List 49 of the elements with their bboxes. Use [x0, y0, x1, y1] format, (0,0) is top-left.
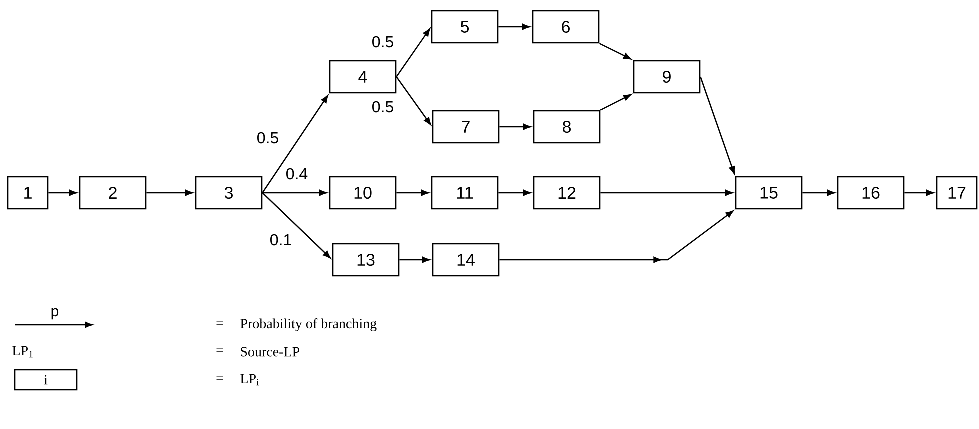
process-box: 13 — [332, 243, 400, 277]
arrow — [262, 95, 328, 194]
process-box: 9 — [633, 60, 701, 94]
edge-label: 0.4 — [284, 167, 310, 181]
arrow — [396, 28, 430, 78]
legend-text: Source-LP — [241, 347, 300, 357]
equals-sign: = — [216, 322, 224, 326]
process-box: 14 — [432, 243, 500, 277]
legend-text: Probability of branching — [240, 318, 377, 332]
legend-text: LP$_{i}$ — [240, 374, 260, 386]
process-box: 4 — [329, 60, 397, 94]
arrow — [904, 190, 934, 196]
arrow — [600, 94, 632, 111]
arrow — [802, 190, 836, 196]
arrow — [599, 43, 632, 60]
equals-sign: = — [216, 376, 224, 380]
process-box: 17 — [936, 176, 978, 210]
process-box: 5 — [431, 10, 499, 44]
symbol-label: LP$_{1}$ — [12, 346, 33, 358]
process-box: 16 — [837, 176, 905, 210]
process-box: 11 — [431, 176, 499, 210]
equals-sign: = — [216, 348, 224, 352]
process-box: 3 — [195, 176, 263, 210]
process-box: 1 — [7, 176, 49, 210]
process-box: 12 — [533, 176, 601, 210]
process-box: 10 — [329, 176, 397, 210]
edge-label: 0.5 — [370, 35, 396, 49]
symbol-label: p — [52, 308, 59, 320]
arrow — [498, 24, 530, 30]
process-box: 6 — [532, 10, 600, 44]
process-box: 8 — [533, 110, 601, 144]
arrow — [48, 190, 78, 196]
arrow — [146, 190, 194, 196]
arrow — [500, 210, 734, 264]
arrow — [700, 76, 736, 174]
edge-label: 0.5 — [370, 100, 396, 114]
arrow — [396, 76, 432, 126]
edge-label: 0.1 — [268, 233, 294, 247]
process-box: 2 — [79, 176, 147, 210]
process-box: 7 — [432, 110, 500, 144]
arrow — [262, 192, 331, 259]
arrow — [498, 190, 532, 196]
arrow — [400, 256, 430, 264]
arrow — [396, 190, 430, 196]
process-box: 15 — [735, 176, 803, 210]
edge-label: 0.5 — [256, 131, 280, 145]
arrow — [500, 124, 532, 130]
arrow — [600, 190, 734, 196]
arrow — [262, 190, 328, 196]
